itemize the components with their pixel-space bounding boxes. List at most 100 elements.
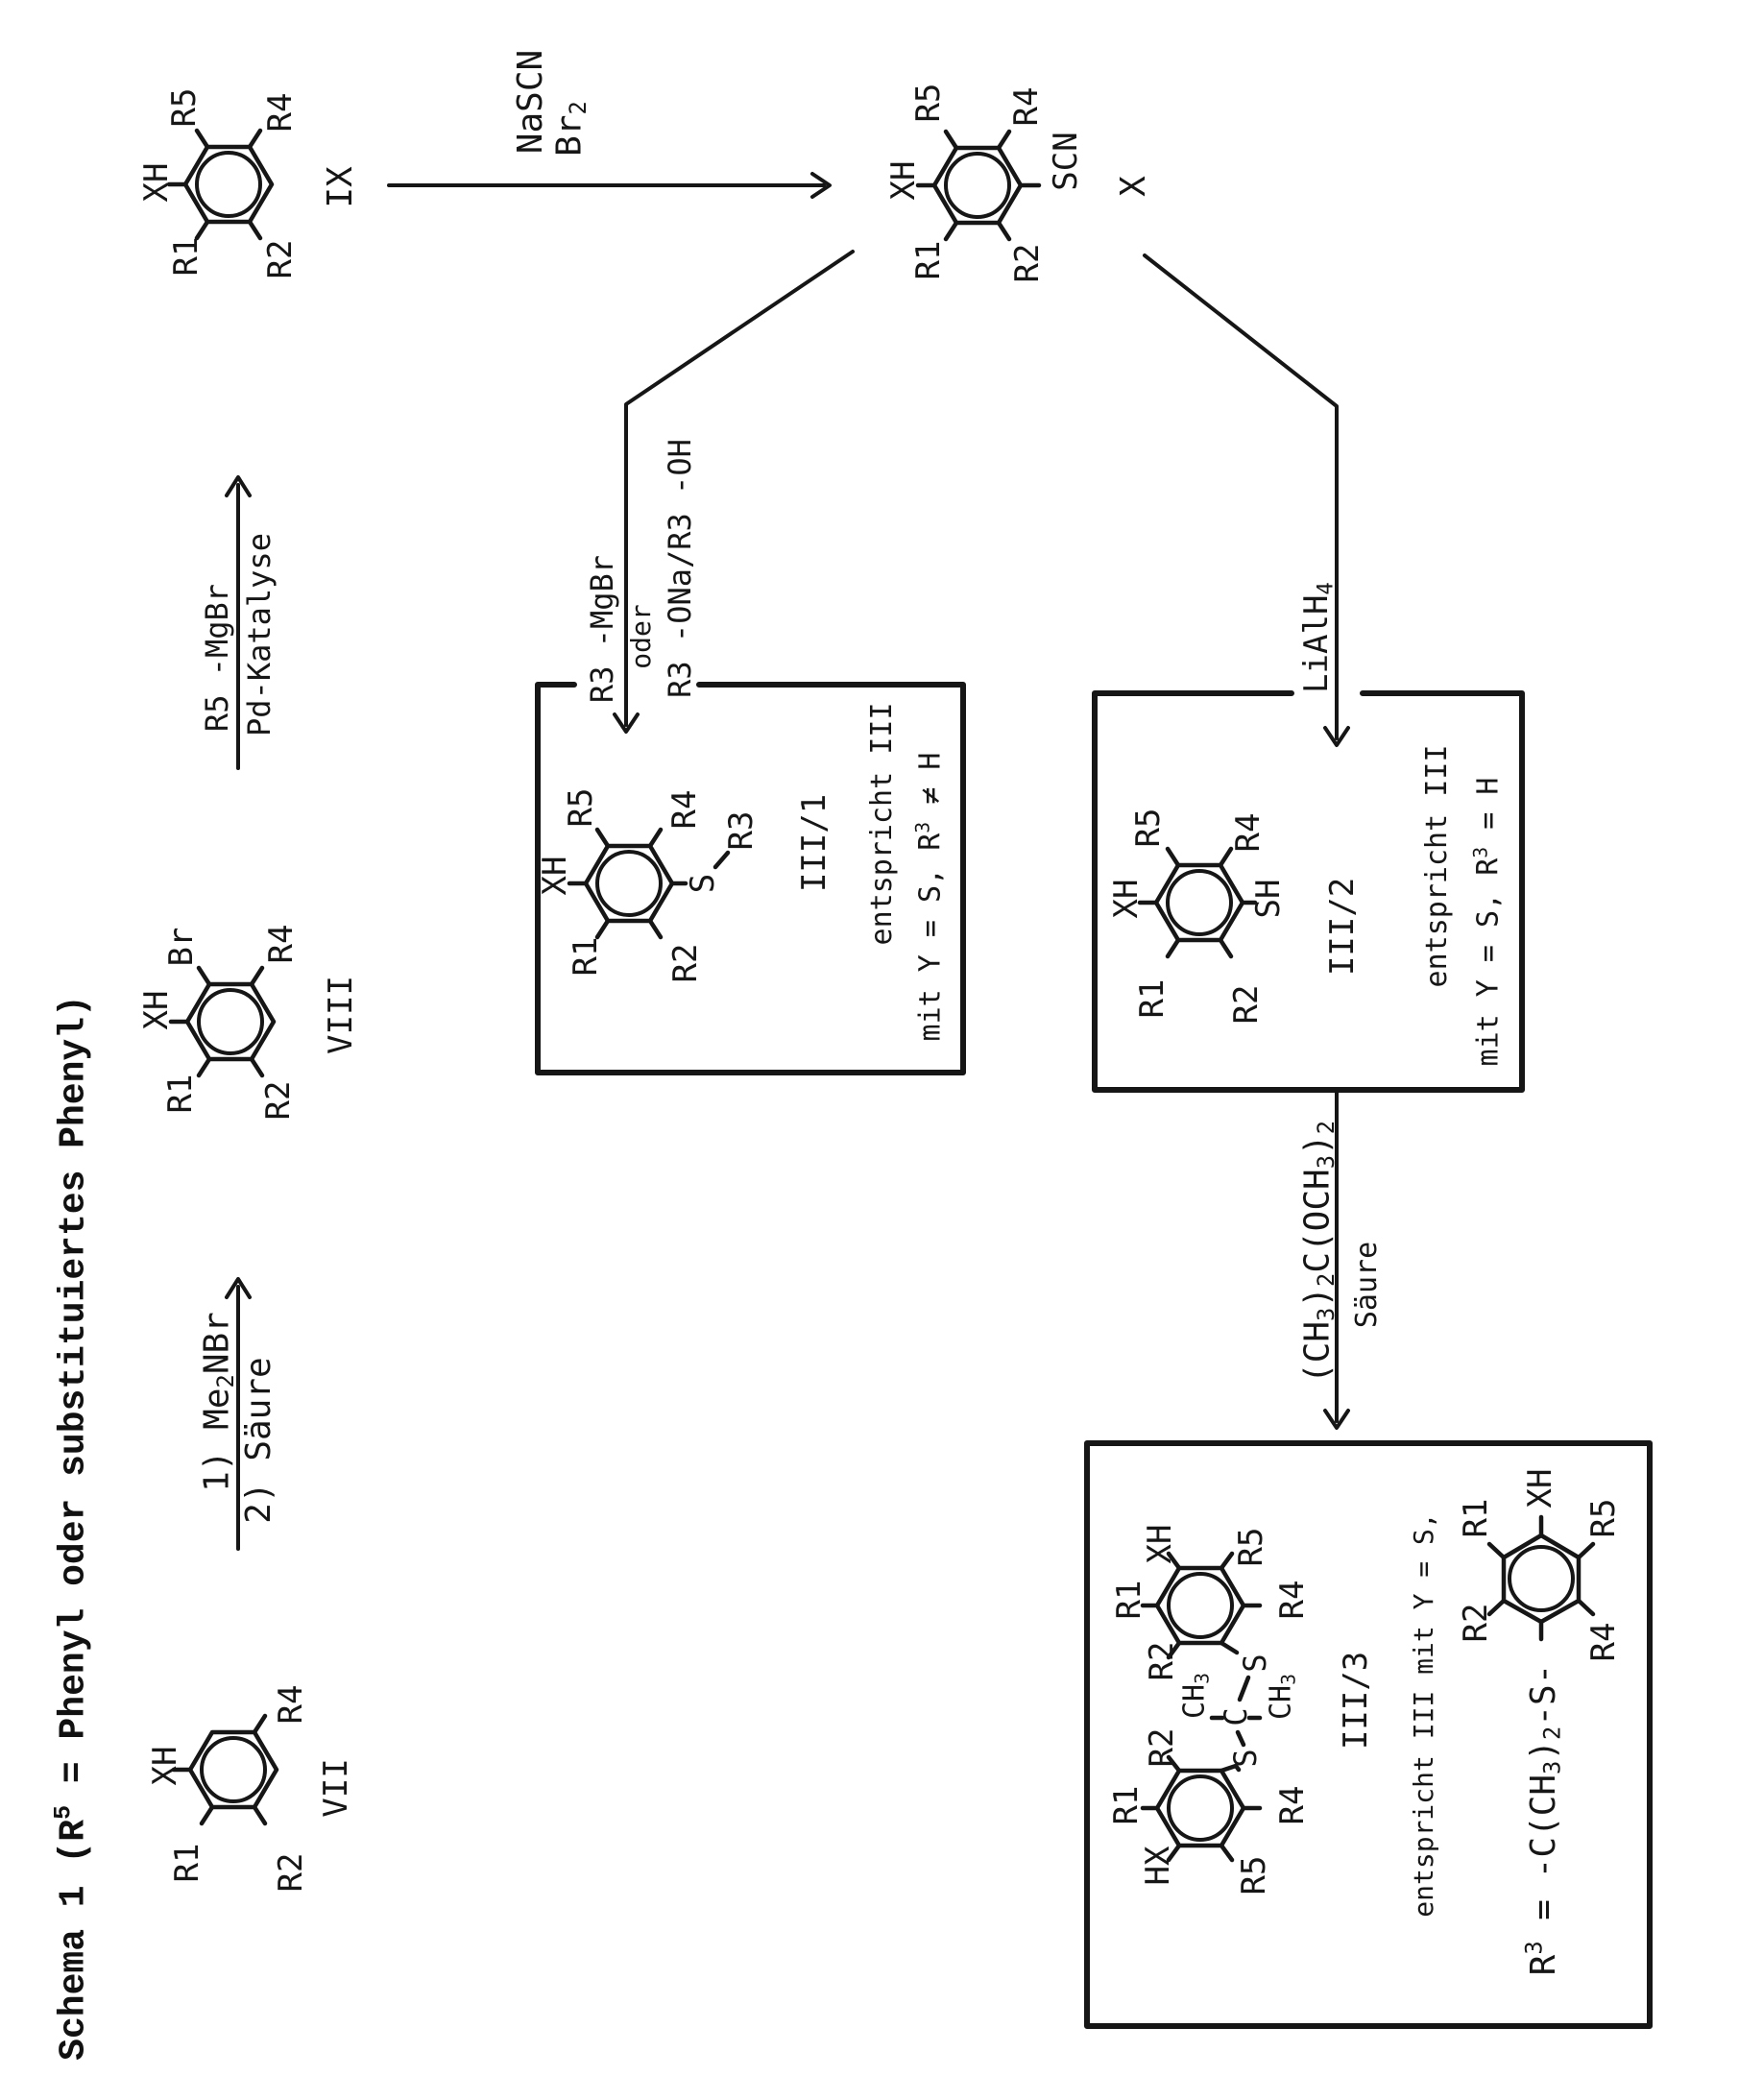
compound-number-vii: VII bbox=[317, 1758, 355, 1818]
benzene-ring-iii1 bbox=[567, 827, 731, 940]
x-substituent-r1: R1 bbox=[909, 240, 948, 280]
iii1-substituent-r5: R5 bbox=[562, 787, 600, 828]
iii3-bridge-ch3-right: CH3 bbox=[1264, 1673, 1300, 1721]
reagent-saeure-step2: 2) Säure bbox=[239, 1357, 278, 1524]
iii3-bridge-s1: S bbox=[1237, 1653, 1273, 1673]
box-iii2 bbox=[1092, 690, 1525, 1093]
iii2-substituent-r5: R5 bbox=[1129, 808, 1168, 848]
ix-substituent-xh: XH bbox=[137, 162, 176, 203]
arrow-viii-to-ix bbox=[225, 475, 252, 770]
iii2-substituent-r1: R1 bbox=[1133, 978, 1171, 1019]
arrow-x-to-iii2 bbox=[1143, 253, 1350, 747]
reagent-oder: oder bbox=[625, 604, 657, 669]
bond-ring1-s bbox=[1219, 1640, 1240, 1655]
scheme-title: Schema 1 (R5 = Phenyl oder substituierte… bbox=[49, 995, 95, 2061]
benzene-ring-iii2 bbox=[1137, 846, 1258, 959]
r3def-substituent-r5: R5 bbox=[1584, 1498, 1623, 1538]
iii1-substituent-r2: R2 bbox=[666, 943, 705, 983]
vii-substituent-r2: R2 bbox=[272, 1852, 310, 1893]
reagent-saeure: Säure bbox=[1350, 1241, 1384, 1329]
iii3-upper-r4: R4 bbox=[1273, 1580, 1312, 1620]
arrow-vii-to-viii bbox=[225, 1277, 252, 1551]
iii2-substituent-r2: R2 bbox=[1227, 984, 1266, 1025]
iii3-r3-definition-formula: R3 = -C(CH3)2-S- bbox=[1520, 1663, 1566, 1976]
reagent-me2nbr: 1) Me2NBr bbox=[197, 1312, 239, 1492]
compound-number-ix: IX bbox=[321, 166, 360, 208]
iii3-upper-xh: XH bbox=[1141, 1524, 1179, 1564]
iii3-bridge-c: C bbox=[1218, 1707, 1254, 1726]
iii2-substituent-r4: R4 bbox=[1229, 812, 1268, 853]
benzene-ring-iii3-upper bbox=[1140, 1551, 1263, 1660]
reagent-br2: Br2 bbox=[549, 101, 592, 157]
ix-substituent-r5: R5 bbox=[165, 87, 204, 128]
ix-substituent-r2: R2 bbox=[261, 239, 300, 279]
viii-substituent-r2: R2 bbox=[259, 1080, 298, 1121]
arrow-ix-to-x bbox=[387, 172, 832, 199]
bond-ring2-s bbox=[1219, 1763, 1239, 1774]
iii1-note-entspricht: entspricht III bbox=[865, 702, 899, 946]
iii1-substituent-r4: R4 bbox=[665, 789, 704, 830]
reagent-nascn: NaSCN bbox=[511, 49, 550, 155]
ix-substituent-r4: R4 bbox=[261, 92, 300, 133]
compound-number-x: X bbox=[1114, 176, 1153, 197]
reagent-lialh4: LiAlH4 bbox=[1297, 582, 1339, 693]
viii-substituent-xh: XH bbox=[137, 990, 176, 1030]
iii3-lower-r1: R1 bbox=[1107, 1785, 1146, 1825]
x-substituent-scn: SCN bbox=[1047, 132, 1085, 191]
viii-substituent-br: Br bbox=[162, 927, 201, 967]
iii2-substituent-xh: XH bbox=[1107, 879, 1146, 919]
ix-substituent-r1: R1 bbox=[167, 236, 205, 277]
r3def-substituent-r2: R2 bbox=[1457, 1603, 1495, 1643]
reagent-r3-mgbr: R3 -MgBr bbox=[584, 554, 620, 704]
vii-substituent-r1: R1 bbox=[168, 1843, 206, 1883]
r3def-substituent-r4: R4 bbox=[1584, 1622, 1623, 1662]
iii3-lower-r5: R5 bbox=[1235, 1855, 1273, 1895]
bond-s-r3 bbox=[712, 850, 731, 870]
iii3-upper-r2: R2 bbox=[1143, 1641, 1181, 1681]
compound-number-iii1: III/1 bbox=[795, 793, 833, 893]
viii-substituent-r4: R4 bbox=[262, 924, 301, 964]
compound-number-viii: VIII bbox=[322, 976, 360, 1054]
box-iii1 bbox=[535, 682, 966, 1075]
viii-substituent-r1: R1 bbox=[161, 1074, 200, 1114]
iii3-upper-r5: R5 bbox=[1232, 1527, 1270, 1567]
benzene-ring-viii bbox=[168, 965, 277, 1078]
iii3-lower-hx: HX bbox=[1139, 1846, 1177, 1886]
reagent-dimethoxypropane: (CH3)2C(OCH3)2 bbox=[1297, 1120, 1340, 1385]
reagent-r5-mgbr: R5 -MgBr bbox=[199, 583, 235, 733]
iii3-bridge-s2: S bbox=[1227, 1749, 1264, 1768]
x-substituent-r2: R2 bbox=[1008, 243, 1047, 283]
x-substituent-xh: XH bbox=[884, 160, 923, 201]
iii1-sulfur: S bbox=[684, 873, 722, 894]
benzene-ring-iii3-lower bbox=[1140, 1754, 1263, 1863]
iii3-upper-r1: R1 bbox=[1110, 1580, 1148, 1620]
iii1-substituent-r1: R1 bbox=[567, 936, 605, 977]
vii-substituent-xh: XH bbox=[146, 1746, 184, 1786]
reagent-pd-katalyse: Pd-Katalyse bbox=[241, 533, 278, 736]
compound-number-iii3: III/3 bbox=[1337, 1651, 1375, 1750]
reagent-r3-ona-r3-oh: R3 -ONa/R3 -OH bbox=[662, 439, 698, 698]
iii2-substituent-sh: SH bbox=[1249, 879, 1288, 919]
iii3-lower-r4: R4 bbox=[1273, 1785, 1312, 1825]
benzene-ring-r3-definition bbox=[1486, 1514, 1596, 1642]
iii3-bridge-ch3-left: CH3 bbox=[1177, 1672, 1214, 1720]
r3def-substituent-r1: R1 bbox=[1457, 1498, 1495, 1538]
x-substituent-r5: R5 bbox=[909, 83, 948, 123]
compound-number-iii2: III/2 bbox=[1323, 877, 1362, 977]
r3def-substituent-xh: XH bbox=[1521, 1468, 1559, 1509]
arrow-x-to-iii1 bbox=[613, 250, 855, 734]
arrow-iii2-to-iii3 bbox=[1323, 1089, 1350, 1430]
iii3-note-entspricht: entspricht III mit Y = S, bbox=[1408, 1512, 1439, 1918]
benzene-ring-x bbox=[915, 129, 1042, 242]
iii3-lower-r2: R2 bbox=[1143, 1727, 1181, 1768]
vii-substituent-r4: R4 bbox=[272, 1684, 310, 1725]
iii2-note-entspricht: entspricht III bbox=[1420, 744, 1454, 988]
iii1-note-condition: mit Y = S, R3 ≠ H bbox=[911, 752, 948, 1042]
x-substituent-r4: R4 bbox=[1007, 86, 1046, 127]
benzene-ring-vii bbox=[171, 1713, 279, 1826]
iii2-note-condition: mit Y = S, R3 = H bbox=[1469, 777, 1506, 1067]
benzene-ring-ix bbox=[166, 128, 275, 241]
iii1-substituent-xh: XH bbox=[536, 856, 574, 896]
